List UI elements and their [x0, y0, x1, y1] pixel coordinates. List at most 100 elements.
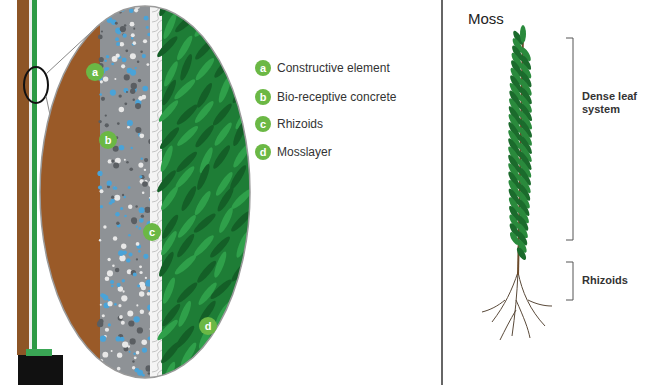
magnified-view — [116, 221, 119, 224]
magnified-view — [112, 265, 115, 268]
legend-text: Rhizoids — [277, 116, 323, 132]
magnified-view — [190, 0, 213, 21]
magnified-view — [178, 53, 194, 82]
magnified-view — [100, 80, 103, 83]
magnified-view — [102, 314, 105, 317]
magnified-view — [106, 373, 108, 375]
moss-plant — [482, 25, 552, 340]
magnified-view — [190, 367, 216, 385]
magnified-view — [114, 186, 117, 189]
magnified-view — [142, 347, 147, 352]
magnified-view — [138, 163, 143, 168]
panel-title: Moss — [468, 10, 504, 28]
wall-section — [24, 67, 48, 103]
magnified-view — [192, 189, 213, 217]
magnified-view — [125, 379, 127, 381]
magnified-view — [193, 99, 216, 125]
callout-circles — [143, 223, 161, 241]
magnified-view — [213, 32, 236, 58]
magnified-view — [99, 93, 102, 96]
magnified-view — [144, 207, 150, 213]
magnified-view — [117, 31, 121, 35]
magnified-view — [152, 200, 162, 212]
magnified-view — [102, 352, 108, 358]
magnified-view — [123, 34, 127, 38]
magnified-view — [133, 353, 135, 355]
magnified-view — [129, 351, 131, 353]
callout-letter: c — [254, 115, 272, 133]
callout-letter: d — [254, 143, 272, 161]
magnified-view — [115, 37, 119, 41]
magnified-view — [118, 94, 121, 97]
magnified-view — [124, 215, 127, 218]
moss-plant — [482, 272, 552, 340]
magnified-view — [104, 2, 109, 7]
magnified-view — [152, 210, 162, 222]
magnified-view — [128, 186, 131, 189]
magnified-view — [152, 240, 162, 252]
magnified-view — [107, 377, 111, 381]
magnified-view — [152, 130, 162, 142]
magnified-view — [131, 270, 136, 275]
callout-letter: b — [254, 88, 272, 106]
magnified-view — [137, 327, 143, 333]
magnified-view — [193, 123, 216, 149]
magnified-view — [101, 30, 103, 32]
magnified-view — [137, 285, 140, 288]
magnified-view — [136, 351, 140, 355]
magnified-view — [108, 301, 113, 306]
magnified-view — [162, 0, 262, 385]
magnified-view — [139, 207, 145, 213]
magnified-view — [106, 55, 109, 58]
magnified-view — [100, 189, 104, 193]
magnified-view — [122, 194, 124, 196]
magnified-view — [152, 90, 162, 102]
magnified-view — [124, 24, 127, 27]
magnified-view — [104, 60, 107, 63]
magnified-view — [113, 163, 119, 169]
magnified-view — [123, 88, 128, 93]
magnified-view — [110, 280, 114, 284]
magnified-view — [229, 367, 253, 385]
magnified-view — [152, 170, 162, 182]
magnified-view — [192, 346, 216, 371]
magnified-view — [134, 8, 138, 12]
magnified-view — [141, 157, 143, 159]
magnified-view — [105, 328, 109, 332]
magnified-view — [234, 230, 251, 259]
magnified-view — [193, 56, 216, 82]
magnified-view — [192, 211, 218, 235]
magnified-view — [135, 67, 137, 69]
magnified-view — [161, 12, 179, 40]
magnified-view — [147, 292, 151, 296]
magnified-view — [101, 294, 106, 299]
magnified-view — [175, 232, 197, 259]
moss-plant — [508, 231, 521, 246]
magnified-view — [125, 49, 128, 52]
magnified-view — [232, 277, 253, 304]
magnified-view — [99, 57, 104, 62]
magnified-view — [179, 184, 198, 212]
callout-circles — [86, 63, 104, 81]
moss-plant — [506, 25, 534, 261]
magnified-view — [101, 97, 105, 101]
magnified-view — [136, 258, 138, 260]
magnified-view — [126, 161, 129, 164]
callout-letter: c — [143, 223, 161, 241]
magnified-view — [122, 290, 124, 292]
magnified-view — [139, 175, 142, 178]
magnified-view — [129, 8, 134, 13]
magnified-view — [117, 352, 122, 357]
magnified-view — [139, 218, 144, 223]
magnified-view — [114, 78, 116, 80]
magnified-view — [152, 70, 162, 82]
moss-plant — [500, 310, 516, 340]
magnified-view — [97, 171, 102, 176]
moss-plant — [492, 272, 518, 322]
magnified-view — [130, 22, 135, 27]
magnified-view — [229, 15, 252, 41]
magnified-view — [30, 0, 262, 385]
magnified-view — [121, 244, 126, 249]
